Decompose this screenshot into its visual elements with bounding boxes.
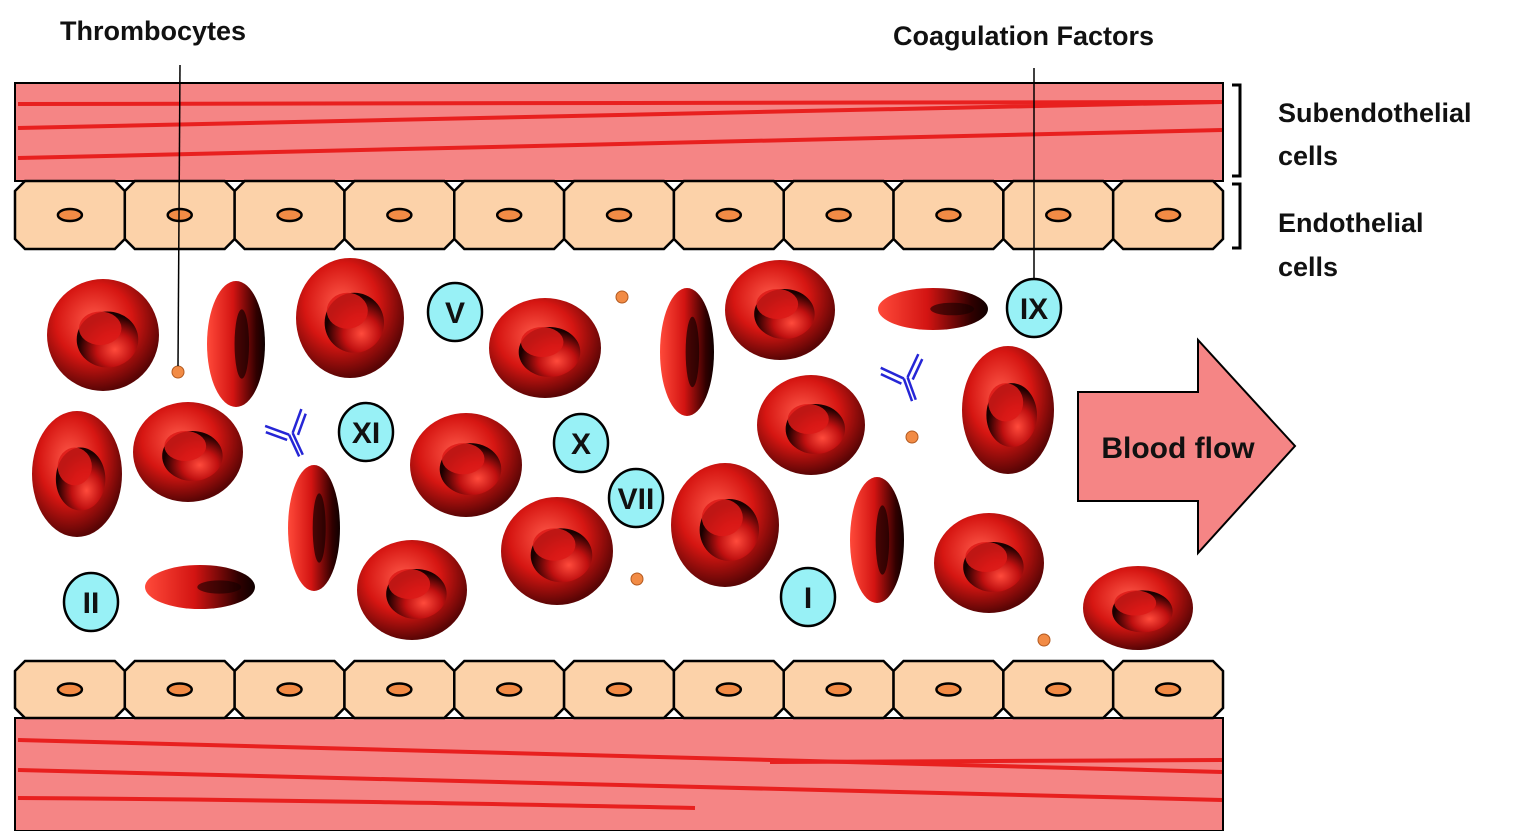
coagulation-factor-ix: IX	[1007, 279, 1061, 337]
endothelial-cell	[344, 181, 454, 249]
coagulation-factor-x: X	[554, 414, 608, 472]
nucleus-icon	[278, 209, 302, 221]
red-blood-cell-icon	[757, 375, 865, 475]
red-blood-cell-icon	[410, 413, 522, 517]
coagulation-factor-label: IX	[1020, 293, 1048, 326]
red-blood-cell-icon	[47, 279, 159, 391]
subendothelial-bracket	[1232, 85, 1240, 176]
nucleus-icon	[1156, 684, 1180, 696]
nucleus-icon	[1156, 209, 1180, 221]
coagulation-factor-vii: VII	[609, 469, 663, 527]
endothelial-cell	[1113, 181, 1223, 249]
coagulation-factor-label: X	[571, 428, 591, 461]
red-blood-cell-icon	[671, 463, 779, 587]
antibody-icon	[879, 353, 935, 408]
endothelial-cell	[454, 661, 564, 718]
nucleus-icon	[1046, 209, 1070, 221]
nucleus-icon	[387, 209, 411, 221]
platelet-icon	[172, 366, 184, 378]
nucleus-icon	[1046, 684, 1070, 696]
endothelial-cell	[894, 661, 1004, 718]
nucleus-icon	[497, 684, 521, 696]
coagulation-factor-label: XI	[352, 417, 380, 450]
coagulation-factor-ii: II	[64, 573, 118, 631]
endothelial-cell	[235, 181, 345, 249]
nucleus-icon	[936, 684, 960, 696]
endothelial-cell	[784, 181, 894, 249]
endothelial-cell	[1003, 661, 1113, 718]
endothelial-cell	[564, 181, 674, 249]
nucleus-icon	[827, 684, 851, 696]
red-blood-cell-icon	[489, 298, 601, 398]
endothelial-cell	[784, 661, 894, 718]
platelet-icon	[616, 291, 628, 303]
red-blood-cell-icon	[660, 288, 714, 416]
endothelial-row-top	[15, 181, 1223, 249]
red-blood-cell-icon	[357, 540, 467, 640]
red-blood-cell-icon	[1083, 566, 1193, 650]
red-blood-cell-icon	[32, 411, 122, 537]
blood-flow-arrow: Blood flow	[1078, 340, 1295, 553]
endothelial-cell	[674, 661, 784, 718]
endothelial-cell	[674, 181, 784, 249]
red-blood-cell-icon	[725, 260, 835, 360]
nucleus-icon	[58, 684, 82, 696]
coagulation-factor-label: I	[804, 582, 812, 615]
nucleus-icon	[278, 684, 302, 696]
nucleus-icon	[607, 684, 631, 696]
blood-flow-label: Blood flow	[1101, 432, 1255, 465]
endothelial-cell	[564, 661, 674, 718]
coagulation-factor-i: I	[781, 568, 835, 626]
red-blood-cell-icon	[288, 465, 340, 591]
endothelial-cell	[15, 661, 125, 718]
nucleus-icon	[717, 684, 741, 696]
red-blood-cell-icon	[207, 281, 265, 407]
red-blood-cell-icon	[145, 565, 255, 609]
red-blood-cell-icon	[878, 288, 988, 330]
nucleus-icon	[497, 209, 521, 221]
endothelial-cell	[15, 181, 125, 249]
red-blood-cell-icon	[133, 402, 243, 502]
platelet-icon	[631, 573, 643, 585]
nucleus-icon	[168, 684, 192, 696]
nucleus-icon	[607, 209, 631, 221]
coagulation-factor-xi: XI	[339, 403, 393, 461]
endothelial-label-line2: cells	[1278, 252, 1338, 282]
red-blood-cell-icon	[934, 513, 1044, 613]
platelet-icon	[1038, 634, 1050, 646]
endothelial-cell	[454, 181, 564, 249]
subendothelial-layer-bottom	[15, 718, 1223, 831]
endothelial-cell	[894, 181, 1004, 249]
subendothelial-label-line2: cells	[1278, 141, 1338, 171]
endothelial-cell	[344, 661, 454, 718]
nucleus-icon	[827, 209, 851, 221]
endothelial-row-bottom	[15, 661, 1223, 718]
nucleus-icon	[58, 209, 82, 221]
subendothelial-label-line1: Subendothelial	[1278, 98, 1472, 128]
red-blood-cell-icon	[501, 497, 613, 605]
nucleus-icon	[717, 209, 741, 221]
antibody-icon	[263, 408, 321, 465]
coagulation-factor-label: II	[83, 587, 100, 620]
platelet-icon	[906, 431, 918, 443]
endothelial-cell	[1003, 181, 1113, 249]
coagulation-factor-label: V	[445, 297, 465, 330]
coagulation-factor-label: VII	[618, 483, 655, 516]
red-blood-cell-icon	[962, 346, 1054, 474]
nucleus-icon	[387, 684, 411, 696]
coagulation-factor-v: V	[428, 283, 482, 341]
endothelial-cell	[125, 661, 235, 718]
endothelial-cell	[235, 661, 345, 718]
coagulation-factors-label: Coagulation Factors	[893, 21, 1154, 51]
thrombocytes-label: Thrombocytes	[60, 16, 246, 46]
red-blood-cell-icon	[850, 477, 904, 603]
endothelial-cell	[1113, 661, 1223, 718]
endothelial-label-line1: Endothelial	[1278, 208, 1424, 238]
nucleus-icon	[936, 209, 960, 221]
red-blood-cell-icon	[296, 258, 404, 378]
subendothelial-layer-top	[15, 83, 1223, 181]
endothelial-bracket	[1232, 184, 1240, 248]
